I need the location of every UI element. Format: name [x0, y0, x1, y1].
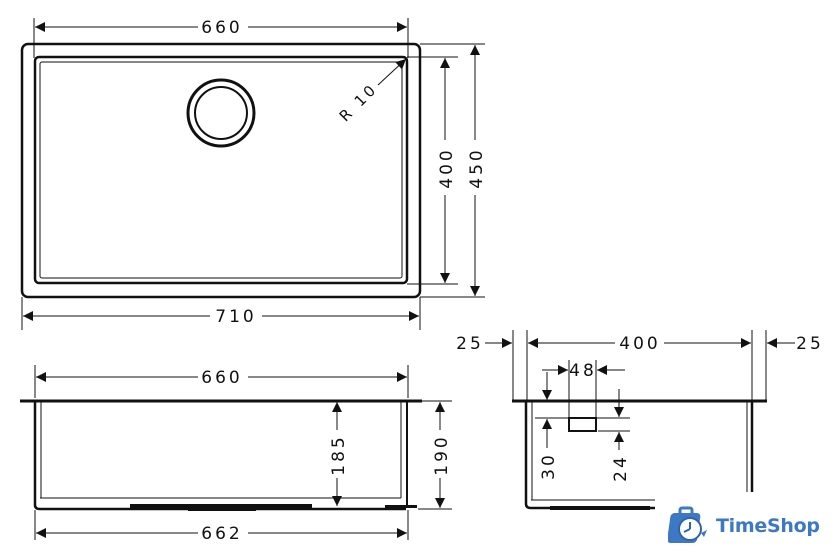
- top-view: [20, 18, 485, 330]
- dim-side-width: 400: [619, 334, 660, 354]
- drain-outer: [186, 78, 256, 148]
- dim-front-top-width: 660: [201, 368, 242, 388]
- front-view: [20, 365, 452, 540]
- dim-side-right-flange: 25: [796, 334, 824, 354]
- dim-front-outer-depth: 190: [432, 434, 452, 475]
- dim-front-inner-depth: 185: [329, 434, 349, 475]
- dim-overflow-offset: 30: [539, 452, 559, 480]
- dim-overflow-width: 48: [569, 361, 597, 381]
- side-view: [485, 330, 795, 510]
- dim-overflow-height: 24: [611, 454, 631, 482]
- logo-brand-text: TimeShop: [716, 515, 820, 537]
- dim-top-outer-width: 710: [215, 307, 256, 327]
- dim-front-bottom-width: 662: [201, 524, 242, 544]
- dim-side-left-flange: 25: [456, 334, 484, 354]
- dim-top-outer-height: 450: [467, 147, 487, 188]
- clock-suitcase-icon: [668, 506, 707, 543]
- dim-top-inner-width: 660: [201, 18, 242, 38]
- dim-corner-radius: R 10: [336, 80, 381, 125]
- timeshop-logo[interactable]: TimeShop: [668, 505, 820, 547]
- dim-top-inner-height: 400: [437, 147, 457, 188]
- drain-inner: [194, 86, 248, 140]
